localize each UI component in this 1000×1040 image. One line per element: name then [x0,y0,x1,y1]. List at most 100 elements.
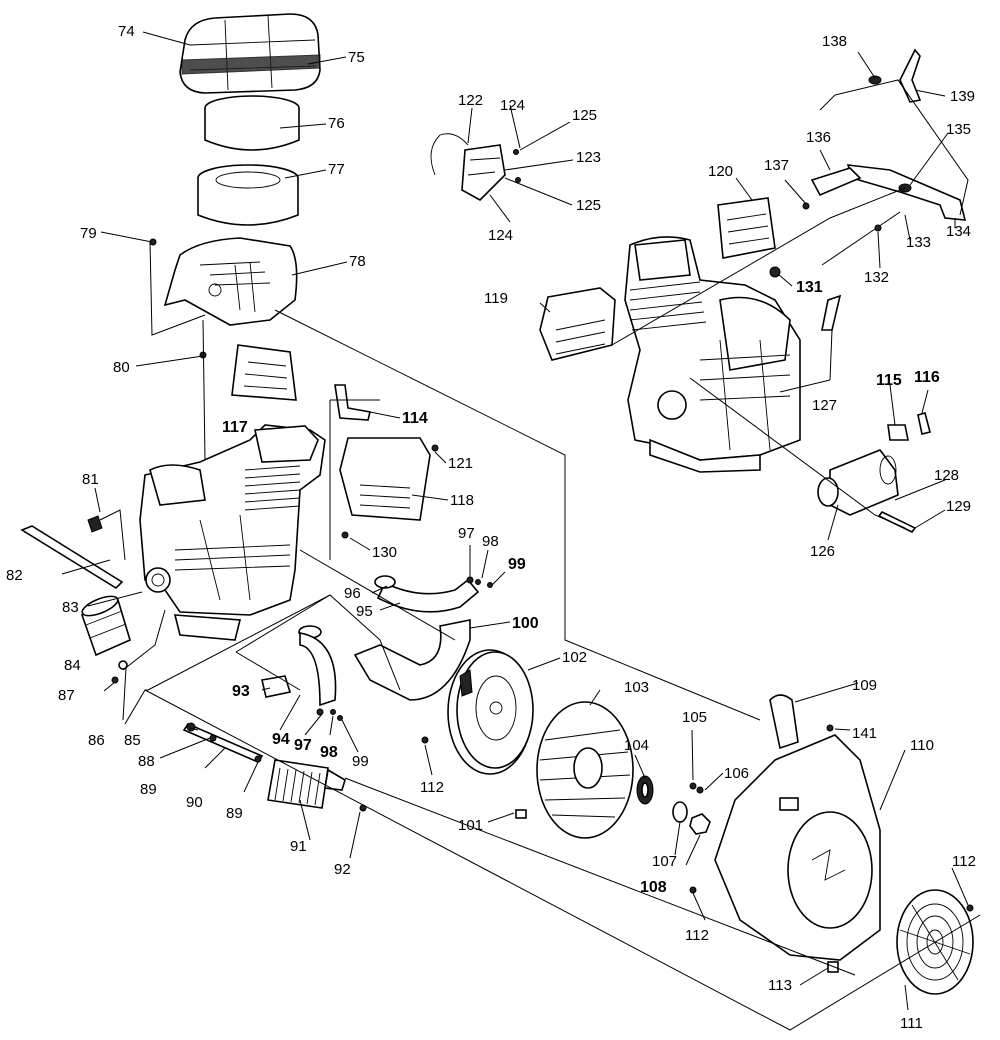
callout-labels: 74 75 76 77 79 78 80 117 114 121 118 81 … [6,23,976,1032]
label-114: 114 [402,410,428,427]
shield-plate-118 [339,437,431,521]
label-133: 133 [906,234,931,251]
label-99a: 99 [508,556,526,573]
label-88: 88 [138,753,155,770]
label-87: 87 [58,687,75,704]
label-98a: 98 [482,533,499,550]
label-141: 141 [852,725,877,742]
label-118: 118 [450,492,474,509]
nut-131 [769,266,781,278]
label-139: 139 [950,88,975,105]
label-102: 102 [562,649,587,666]
bracket-115 [887,424,909,441]
label-76: 76 [328,115,345,132]
label-112a: 112 [952,853,976,870]
label-103: 103 [624,679,649,696]
spring-138 [868,75,882,85]
label-74: 74 [118,23,135,40]
label-123: 123 [576,149,601,166]
label-83: 83 [62,599,79,616]
label-86: 86 [88,732,105,749]
air-cleaner-base [163,237,298,326]
label-127: 127 [812,397,837,414]
label-107: 107 [652,853,677,870]
label-121: 121 [448,455,473,472]
bolt-129 [877,510,917,534]
label-128: 128 [934,467,959,484]
label-110: 110 [910,737,934,754]
label-80: 80 [113,359,130,376]
label-104: 104 [624,737,649,754]
bolt-86 [111,676,119,684]
engine-right [624,236,801,473]
label-135: 135 [946,121,971,138]
label-93: 93 [232,683,250,700]
leader-lines [61,31,981,1031]
label-124a: 124 [500,97,525,114]
label-117: 117 [222,419,248,436]
cooling-fan-103 [536,701,634,839]
label-98b: 98 [320,744,338,761]
label-132: 132 [864,269,889,286]
air-filter-element [197,164,299,226]
label-97a: 97 [458,525,475,542]
label-100: 100 [512,615,539,632]
dipstick-tube-82 [20,525,124,590]
clamp-96 [374,575,396,589]
cable-132 [821,211,901,266]
label-138: 138 [822,33,847,50]
label-134: 134 [946,223,971,240]
label-82: 82 [6,567,23,584]
label-75: 75 [348,49,365,66]
label-129: 129 [946,498,971,515]
lever-136 [810,167,862,197]
bracket-139 [899,48,922,103]
cooler-91 [267,759,346,809]
label-89b: 89 [226,805,243,822]
flywheel-102 [447,649,534,775]
label-124b: 124 [488,227,513,244]
label-112b: 112 [685,927,709,944]
label-125b: 125 [576,197,601,214]
washer-85 [118,660,128,670]
label-96: 96 [344,585,361,602]
label-116: 116 [914,369,940,386]
baffle-100 [353,619,471,701]
spark-plug-127 [821,294,842,331]
label-79: 79 [80,225,97,242]
washer-107 [672,801,688,823]
label-119: 119 [484,290,508,307]
label-136: 136 [806,129,831,146]
bolt-116 [917,412,931,435]
label-92: 92 [334,861,351,878]
label-94: 94 [272,731,290,748]
label-81: 81 [82,471,99,488]
label-126: 126 [810,543,835,560]
label-106: 106 [724,765,749,782]
label-137: 137 [764,157,789,174]
label-125a: 125 [572,107,597,124]
intake-tube-95 [376,578,480,613]
label-99b: 99 [352,753,369,770]
bracket-122 [430,133,506,201]
label-130: 130 [372,544,397,561]
label-95: 95 [356,603,373,620]
label-111: 111 [900,1015,923,1032]
label-97b: 97 [294,737,312,754]
shield-plate-120 [717,197,776,259]
label-84: 84 [64,657,81,674]
label-90: 90 [186,794,203,811]
nut-108 [689,813,711,835]
label-108: 108 [640,879,667,896]
starter-126 [817,449,899,516]
shield-plate-117 [231,344,297,401]
clip-101 [515,809,527,819]
screw-137 [802,202,810,210]
fitting-81 [87,515,103,533]
label-105: 105 [682,709,707,726]
label-109: 109 [852,677,877,694]
label-101: 101 [458,817,483,834]
shield-plate-119 [539,287,616,361]
blower-housing-110 [714,734,881,961]
